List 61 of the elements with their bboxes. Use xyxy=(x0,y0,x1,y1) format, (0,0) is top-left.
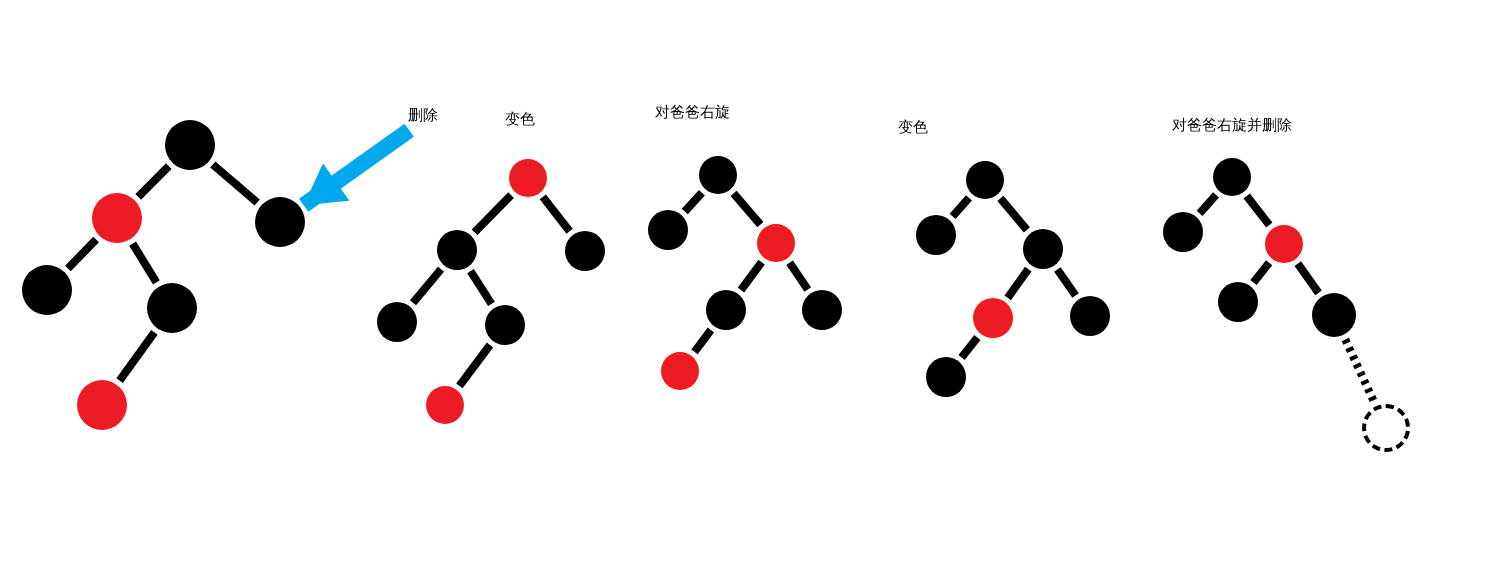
annotation-text: 删除 xyxy=(408,106,438,125)
tree-edge-line xyxy=(1054,267,1079,298)
tree-node-circle xyxy=(565,231,605,271)
tree-edge-line xyxy=(1294,261,1322,296)
empty-circle xyxy=(1362,404,1410,452)
tree-edge-line xyxy=(681,190,705,215)
tree-edge-line xyxy=(135,163,172,200)
tree-edge-line xyxy=(467,268,495,307)
tree-edge-line xyxy=(1243,193,1273,228)
tree-node-circle xyxy=(966,161,1004,199)
tree-edge-line xyxy=(730,190,764,228)
tree-edge-line xyxy=(1004,266,1032,301)
tree-node-circle xyxy=(706,290,746,330)
tree-node-circle xyxy=(1163,212,1203,252)
tree-node-circle xyxy=(509,159,547,197)
tree-node-circle xyxy=(77,380,127,430)
tree-node-circle xyxy=(802,290,842,330)
step-label: 变色 xyxy=(505,110,535,129)
tree-node-circle xyxy=(1023,229,1063,269)
tree-edge-line xyxy=(539,194,573,234)
step-label: 对爸爸右旋 xyxy=(655,103,730,122)
tree-node-circle xyxy=(92,193,142,243)
tree-node-circle xyxy=(426,386,464,424)
tree-node-circle xyxy=(485,305,525,345)
tree-edge-line xyxy=(1196,192,1219,216)
tree-node-circle xyxy=(1265,225,1303,263)
tree-node-circle xyxy=(1312,293,1356,337)
step-label: 对爸爸右旋并删除 xyxy=(1172,116,1292,135)
tree-edge-line xyxy=(949,195,972,219)
tree-node-circle xyxy=(1213,158,1251,196)
tree-edge-line xyxy=(958,335,981,360)
tree-node-circle xyxy=(926,357,966,397)
tree-node-circle xyxy=(973,298,1013,338)
tree-edge-line xyxy=(471,192,514,235)
tree-node-circle xyxy=(147,283,197,333)
tree-edge-line xyxy=(456,342,494,389)
step-label: 变色 xyxy=(898,118,928,137)
tree-node-circle xyxy=(165,120,215,170)
tree-edge-line xyxy=(786,260,812,292)
tree-node-circle xyxy=(661,352,699,390)
tree-node-circle xyxy=(757,224,795,262)
tree-edge-line xyxy=(116,329,158,384)
tree-edge-line xyxy=(129,241,160,285)
tree-edge-line xyxy=(409,266,445,306)
tree-edge-line xyxy=(737,259,765,293)
tree-node-circle xyxy=(916,215,956,255)
tree-node-circle xyxy=(699,156,737,194)
tree-node-circle xyxy=(437,230,477,270)
tree-edge-line xyxy=(210,161,260,206)
tree-node-circle xyxy=(1070,296,1110,336)
tree-node-circle xyxy=(377,302,417,342)
tree-node-circle xyxy=(648,210,688,250)
tree-edge-line xyxy=(65,236,99,272)
tree-edge-line xyxy=(997,195,1030,233)
dotted-line xyxy=(1341,337,1378,404)
arrow xyxy=(299,123,414,212)
tree-node-circle xyxy=(1218,282,1258,322)
tree-edge-line xyxy=(1250,260,1273,285)
tree-node-circle xyxy=(22,265,72,315)
tree-edge-line xyxy=(691,327,715,355)
tree-node-circle xyxy=(255,197,305,247)
